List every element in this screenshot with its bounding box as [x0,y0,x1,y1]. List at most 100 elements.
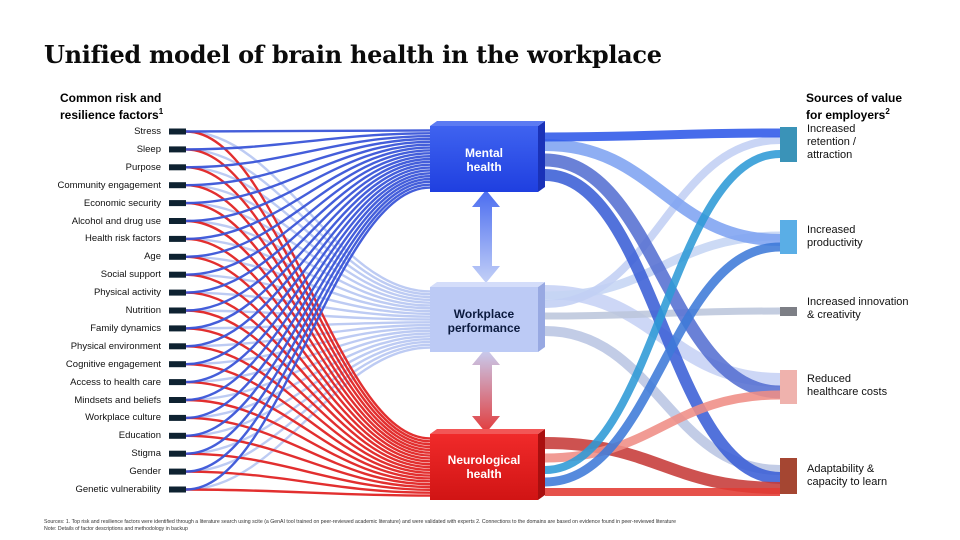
factor-purpose: Purpose [125,161,161,173]
factor-tick-physical-activity [169,289,186,296]
neurological-link-education [185,434,431,489]
mental-link-stress [185,129,431,133]
neurological-link-gender [185,470,431,494]
mental-link-education [185,177,431,437]
factor-tick-community-engagement [169,182,186,189]
factor-tick-workplace-culture [169,414,186,421]
workplace-link-alcohol-and-drug-use [185,219,431,307]
mental-link-mindsets-and-beliefs [185,172,431,402]
mental-health-label-line2: health [466,160,502,174]
factor-workplace-culture: Workplace culture [85,412,161,424]
factor-tick-gender [169,468,186,475]
factor-physical-activity: Physical activity [93,287,161,299]
mental-link-nutrition [185,157,431,312]
neurological-health-box [430,429,545,500]
neurological-link-physical-environment [185,345,431,474]
neurological-link-nutrition [185,309,431,469]
factor-education: Education [118,430,161,442]
neurological-link-access-to-health-care [185,380,431,480]
factor-cognitive-engagement: Cognitive engagement [65,358,161,370]
mental-health-label: Mental health [430,146,538,174]
mental-link-alcohol-and-drug-use [185,143,431,223]
footnote: Sources: 1. Top risk and resilience fact… [44,519,676,533]
workplace-performance-label: Workplace performance [430,307,538,335]
neurological-link-physical-activity [185,291,431,466]
factor-social-support: Social support [100,269,161,281]
mental-link-gender [185,183,431,473]
factor-tick-genetic-vulnerability [169,486,186,493]
workplace-link-sleep [185,148,431,296]
factor-access-to-health-care: Access to health care [70,376,161,388]
factor-family-dynamics: Family dynamics [90,322,161,334]
factors-header: Common risk and resilience factors1 [60,91,180,122]
workplace-link-health-risk-factors [185,237,431,310]
value-flow-9 [544,169,781,484]
factor-economic-security: Economic security [83,197,161,209]
mental-link-health-risk-factors [185,146,431,241]
mental-link-stigma [185,180,431,455]
mental-link-family-dynamics [185,160,431,330]
factor-tick-health-risk-factors [169,235,186,242]
value-flow-7 [544,128,781,142]
factor-tick-access-to-health-care [169,379,186,386]
value-flow-13 [544,242,781,487]
workplace-link-community-engagement [185,184,431,302]
value-flow-8 [544,153,781,399]
neurological-health-label: Neurological health [430,453,538,481]
sources-header-footnote-mark: 2 [885,107,890,116]
footnote-note: Note: Details of factor descriptions and… [44,526,188,532]
factors-header-footnote-mark: 1 [158,107,164,116]
mental-workplace-arrow [472,190,500,283]
footnote-sources: Sources: 1. Top risk and resilience fact… [44,519,676,525]
factor-tick-purpose [169,164,186,171]
factor-mindsets-and-beliefs: Mindsets and beliefs [74,394,161,406]
source-bar-increased-retention-attraction [780,127,797,162]
mental-link-age [185,149,431,258]
mental-link-social-support [185,152,431,276]
mental-link-community-engagement [185,137,431,187]
mental-link-cognitive-engagement [185,166,431,366]
workplace-link-stress [185,130,431,293]
workplace-performance-label-line1: Workplace [453,307,515,321]
factor-tick-sleep [169,146,186,153]
mental-link-physical-environment [185,163,431,348]
sources-header-line1: Sources of value [806,91,903,105]
source-bar-increased-innovation-creativity [780,307,797,316]
factor-tick-nutrition [169,307,186,314]
factor-tick-stigma [169,450,186,457]
factor-gender: Gender [129,466,161,478]
neurological-health-label-line1: Neurological [447,453,521,467]
workplace-performance-label-line2: performance [447,321,521,335]
factor-tick-economic-security [169,200,186,207]
neurological-link-age [185,255,431,460]
source-bar-reduced-healthcare-costs [780,370,797,404]
sources-header: Sources of value for employers2 [806,91,936,122]
sources-header-line2: for employers [806,108,886,122]
factor-tick-education [169,432,186,439]
value-flow-3 [544,136,781,308]
factor-alcohol-and-drug-use: Alcohol and drug use [71,215,161,227]
mental-link-economic-security [185,140,431,205]
factor-tick-stress [169,128,186,135]
factor-tick-physical-environment [169,343,186,350]
mental-health-box [430,121,545,192]
factor-stress: Stress [134,126,161,137]
mental-link-workplace-culture [185,174,431,420]
workplace-performance-box [430,282,545,352]
factor-health-risk-factors: Health risk factors [84,233,161,245]
factor-physical-environment: Physical environment [70,340,161,352]
neurological-link-workplace-culture [185,416,431,486]
neurological-link-genetic-vulnerability [185,488,431,497]
value-flow-10 [544,437,781,494]
neurological-link-stigma [185,452,431,492]
source-bar-increased-productivity [780,220,797,254]
neurological-link-social-support [185,273,431,463]
factors-header-line2: resilience factors [60,108,159,122]
source-bar-adaptability-capacity-to-learn [780,458,797,494]
neurological-health-label-line2: health [466,467,502,481]
workplace-neuro-arrow [472,348,500,433]
factor-tick-cognitive-engagement [169,361,186,368]
